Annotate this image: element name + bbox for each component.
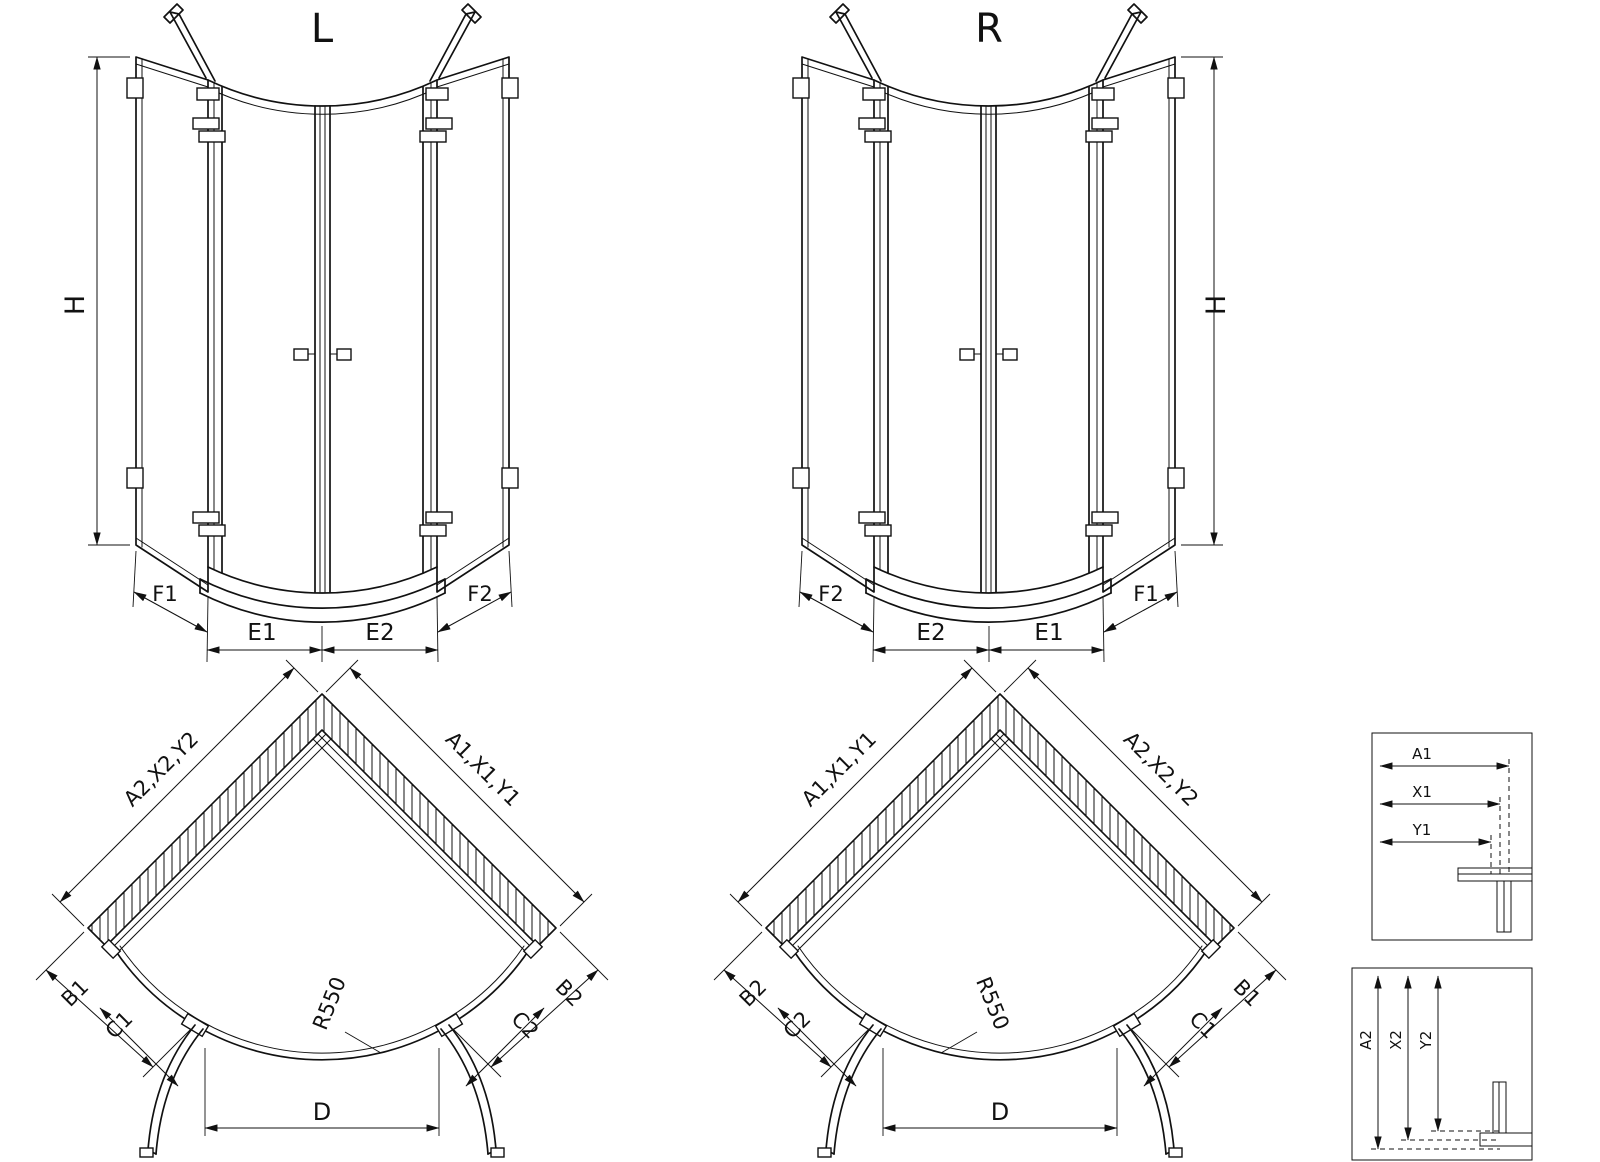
- plan-l: A2,X2,Y2 A1,X1,Y1 B1 B2 C1 C2 R550 D: [36, 660, 608, 1157]
- dim-label-f2: F2: [818, 582, 843, 606]
- shower-plan-view-drawing: [36, 660, 608, 1157]
- dim-label-d: D: [313, 1098, 331, 1126]
- dim-label-y1: Y1: [1412, 821, 1432, 839]
- dim-label-radius: R550: [308, 974, 351, 1034]
- dim-label-right-wall: A1,X1,Y1: [441, 727, 525, 811]
- dim-label-c2: C2: [779, 1007, 816, 1044]
- dim-label-c1: C1: [1185, 1007, 1222, 1044]
- dim-label-left-wall: A2,X2,Y2: [119, 727, 203, 811]
- shower-front-view-drawing-mirrored: [793, 4, 1223, 662]
- detail-frame: [1371, 732, 1533, 941]
- variant-title-l: L: [311, 6, 334, 52]
- dim-label-a2: A2: [1357, 1030, 1375, 1050]
- dim-label-b2: B2: [551, 975, 588, 1012]
- dim-label-d: D: [991, 1098, 1009, 1126]
- dim-label-a1: A1: [1412, 745, 1432, 763]
- elevation-l: L H F1 E1 E2 F2: [60, 4, 518, 662]
- detail-vertical: A2 X2 Y2: [1351, 967, 1533, 1161]
- elevation-r: R H F2 E2 E1 F1: [793, 4, 1232, 662]
- dim-label-b1: B1: [1229, 975, 1266, 1012]
- variant-title-r: R: [975, 6, 1003, 52]
- dim-label-right-wall: A2,X2,Y2: [1119, 727, 1203, 811]
- dim-label-b1: B1: [57, 975, 94, 1012]
- detail-horizontal: A1 X1 Y1: [1371, 732, 1533, 941]
- dim-label-left-wall: A1,X1,Y1: [797, 727, 881, 811]
- dim-label-f1: F1: [152, 582, 177, 606]
- dim-label-x1: X1: [1412, 783, 1432, 801]
- shower-plan-view-drawing-mirrored: [714, 660, 1286, 1157]
- dim-label-c1: C1: [101, 1007, 138, 1044]
- dim-label-e2: E2: [365, 620, 394, 646]
- dim-label-x2: X2: [1387, 1030, 1405, 1050]
- dim-label-c2: C2: [507, 1007, 544, 1044]
- dim-label-f2: F2: [467, 582, 492, 606]
- dim-label-radius: R550: [971, 974, 1014, 1034]
- dim-label-e2: E2: [916, 620, 945, 646]
- dim-label-y2: Y2: [1417, 1031, 1435, 1051]
- wall-profile-section: [1479, 1081, 1533, 1147]
- wall-profile-section: [1457, 867, 1533, 933]
- dim-label-f1: F1: [1133, 582, 1158, 606]
- dim-label-b2: B2: [735, 975, 772, 1012]
- plan-r: A1,X1,Y1 A2,X2,Y2 B2 B1 C2 C1 R550 D: [714, 660, 1286, 1157]
- dim-label-h: H: [60, 295, 91, 315]
- detail-frame: [1351, 967, 1533, 1161]
- dim-label-e1: E1: [247, 620, 276, 646]
- shower-front-view-drawing: [88, 4, 518, 662]
- dim-label-h: H: [1201, 295, 1232, 315]
- dim-label-e1: E1: [1034, 620, 1063, 646]
